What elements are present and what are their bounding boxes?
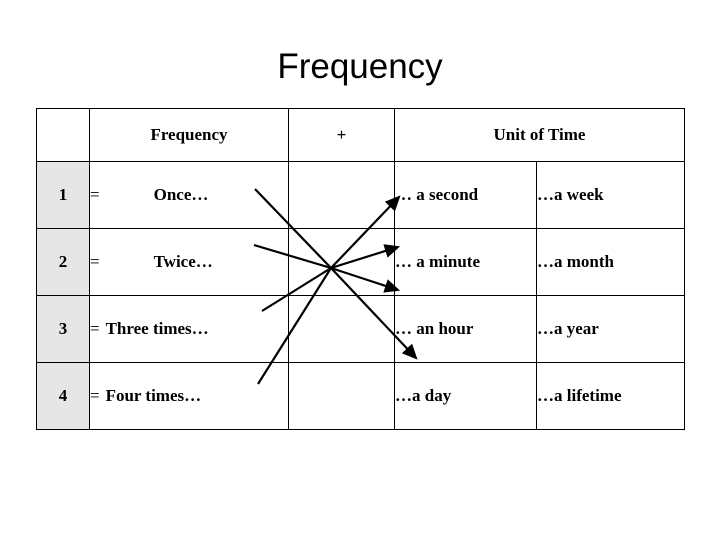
frequency-phrase-3: Three times… xyxy=(105,319,209,338)
frequency-cell-4: = Four times… xyxy=(89,362,289,430)
frequency-phrase-1: Once… xyxy=(153,185,209,204)
frequency-cell-3: = Three times… xyxy=(89,295,289,363)
frequency-table: Frequency + Unit of Time 1 = Once… … a se… xyxy=(36,108,685,430)
unit-cell-2a: … a minute xyxy=(394,228,537,296)
plus-cell-3 xyxy=(288,295,395,363)
plus-cell-1 xyxy=(288,161,395,229)
row-number-1: 1 xyxy=(36,161,90,229)
frequency-cell-2: = Twice… xyxy=(89,228,289,296)
table-row: 3 = Three times… … an hour …a year xyxy=(36,295,685,363)
equals-sign-2: = xyxy=(90,252,100,271)
header-cell-frequency: Frequency xyxy=(89,108,289,162)
table-row: 1 = Once… … a second …a week xyxy=(36,161,685,229)
unit-cell-4a: …a day xyxy=(394,362,537,430)
frequency-phrase-2: Twice… xyxy=(153,252,213,271)
table-row: 2 = Twice… … a minute …a month xyxy=(36,228,685,296)
header-cell-number xyxy=(36,108,90,162)
equals-sign-3: = xyxy=(90,319,100,338)
row-number-2: 2 xyxy=(36,228,90,296)
row-number-4: 4 xyxy=(36,362,90,430)
row-number-3: 3 xyxy=(36,295,90,363)
unit-cell-3b: …a year xyxy=(536,295,685,363)
equals-sign-1: = xyxy=(90,185,100,204)
page-title: Frequency xyxy=(277,47,443,86)
plus-cell-4 xyxy=(288,362,395,430)
equals-sign-4: = xyxy=(90,386,100,405)
unit-cell-1a: … a second xyxy=(394,161,537,229)
unit-cell-3a: … an hour xyxy=(394,295,537,363)
header-cell-plus: + xyxy=(288,108,395,162)
table-row: 4 = Four times… …a day …a lifetime xyxy=(36,362,685,430)
unit-cell-2b: …a month xyxy=(536,228,685,296)
unit-cell-4b: …a lifetime xyxy=(536,362,685,430)
frequency-phrase-4: Four times… xyxy=(105,386,202,405)
unit-cell-1b: …a week xyxy=(536,161,685,229)
table-header-row: Frequency + Unit of Time xyxy=(36,108,685,162)
plus-cell-2 xyxy=(288,228,395,296)
frequency-cell-1: = Once… xyxy=(89,161,289,229)
header-cell-unit-of-time: Unit of Time xyxy=(394,108,685,162)
